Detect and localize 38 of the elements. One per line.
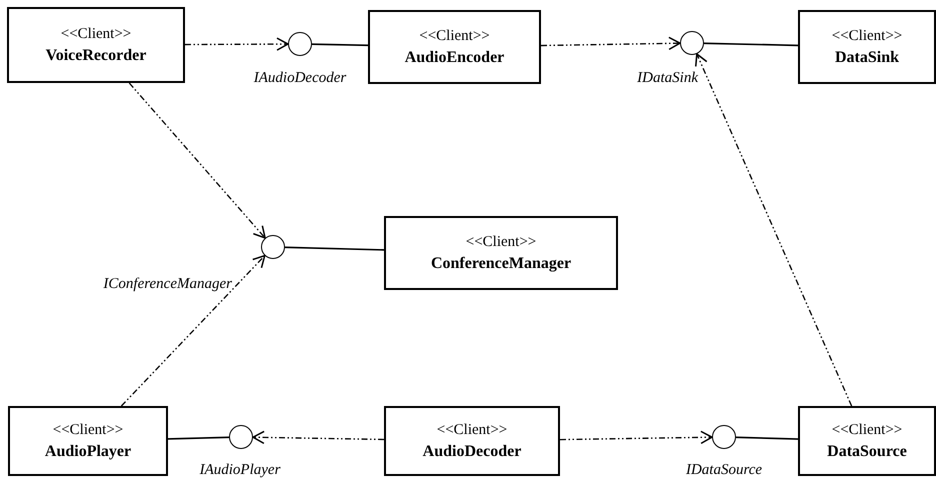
component-box: [8, 406, 168, 476]
interface-label: IAudioPlayer: [200, 462, 280, 479]
stereotype-label: <<Client>>: [466, 234, 536, 250]
connector-line: [284, 246, 384, 251]
component-box: [7, 7, 185, 83]
dependency-arrow: [120, 254, 266, 406]
component-box: [368, 10, 541, 84]
stereotype-label: <<Client>>: [419, 28, 490, 44]
dependency-arrow: [128, 82, 266, 239]
connector-line: [312, 43, 368, 46]
dependency-arrow: [252, 430, 384, 444]
component-name: AudioDecoder: [422, 442, 522, 460]
component-box: [798, 406, 936, 476]
interface-label: IConferenceManager: [103, 276, 232, 293]
dependency-arrow: [695, 53, 852, 406]
component-box: [384, 406, 560, 476]
stereotype-label: <<Client>>: [832, 28, 902, 44]
stereotype-label: <<Client>>: [60, 26, 132, 42]
interface-label: IDataSource: [686, 462, 762, 479]
dependency-arrow: [185, 37, 289, 51]
stereotype-label: <<Client>>: [832, 422, 902, 438]
component-name: AudioEncoder: [404, 48, 504, 66]
connector-line: [736, 436, 798, 440]
component-name: ConferenceManager: [430, 254, 572, 272]
connector-line: [704, 42, 798, 46]
component-name: DataSource: [827, 442, 907, 460]
stereotype-label: <<Client>>: [436, 422, 508, 438]
dependency-arrow: [540, 36, 681, 50]
dependency-arrow: [560, 430, 713, 444]
connector-line: [168, 436, 230, 440]
interface-label: IAudioDecoder: [254, 70, 346, 87]
component-name: AudioPlayer: [44, 442, 132, 460]
component-name: VoiceRecorder: [46, 46, 146, 64]
component-name: DataSink: [834, 48, 900, 66]
interface-label: IDataSink: [637, 70, 698, 87]
stereotype-label: <<Client>>: [52, 422, 124, 438]
component-box: [384, 216, 618, 290]
component-box: [798, 10, 936, 84]
